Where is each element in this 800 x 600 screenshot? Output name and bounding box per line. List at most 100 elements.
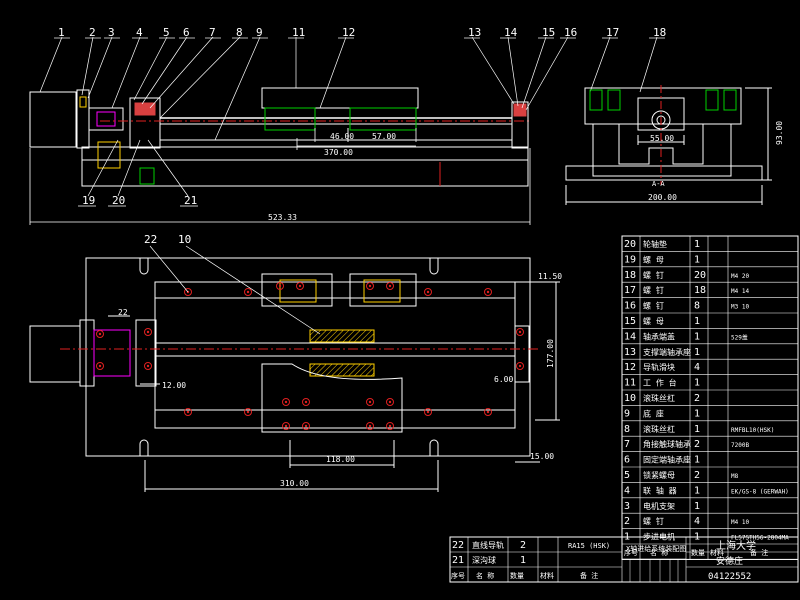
bom-name: 滚珠丝杠: [643, 393, 675, 403]
plan-flange: [79, 319, 95, 387]
university-name: 上海大学: [716, 539, 756, 552]
bolt-hole-icon: [296, 282, 304, 290]
bolt-hole-icon: [302, 398, 310, 406]
drawing-number: 04122552: [708, 572, 751, 582]
slider-left: [264, 107, 316, 131]
callout-3: 3: [108, 26, 115, 39]
callout-12: 12: [342, 26, 355, 39]
dim-118: 118.00: [326, 455, 355, 464]
section-screw: [705, 89, 719, 111]
fixed-bearing-seat: [129, 97, 161, 149]
bolt-center-icon: [368, 284, 372, 288]
bolt-hole-icon: [516, 362, 524, 370]
bolt-hole-icon: [244, 288, 252, 296]
plan-slot: [429, 439, 439, 456]
bom-name: 支撑端轴承座: [643, 347, 691, 357]
bolt-hole-icon: [424, 288, 432, 296]
bom-qty: 8: [694, 301, 700, 312]
bom-qty: 18: [694, 285, 706, 296]
bolt-center-icon: [298, 284, 302, 288]
bolt-center-icon: [518, 364, 522, 368]
bolt-hole-icon: [282, 398, 290, 406]
title-header-mat: 材料: [540, 571, 554, 580]
title-name: 直线导轨: [472, 540, 504, 550]
bom-name: 工 作 台: [643, 378, 677, 388]
bolt-hole-icon: [424, 408, 432, 416]
bom-qty: 1: [694, 347, 700, 358]
bolt-hole-icon: [484, 408, 492, 416]
plan-slot: [139, 258, 149, 275]
bolt-center-icon: [246, 410, 250, 414]
plan-base: [85, 257, 531, 457]
title-no: 21: [452, 555, 464, 566]
elevation-leaders: [39, 36, 658, 197]
bom-name: 滚珠丝杠: [643, 424, 675, 434]
callout-4: 4: [136, 26, 143, 39]
bom-header-qty: 数量: [691, 548, 705, 557]
bom-spec: M8: [731, 473, 739, 480]
bom-no: 16: [624, 301, 636, 312]
support-bearing: [513, 103, 527, 117]
plan-slot: [429, 258, 439, 275]
bom-qty: 1: [694, 316, 700, 327]
bolt-hole-icon: [366, 282, 374, 290]
bolt-center-icon: [278, 284, 282, 288]
bolt-hole-icon: [184, 288, 192, 296]
bolt-center-icon: [518, 330, 522, 334]
callout-21: 21: [184, 194, 197, 207]
callout-19: 19: [82, 194, 95, 207]
dim-523: 523.33: [268, 213, 297, 222]
motor-bracket: [88, 107, 124, 131]
bom-qty: 2: [694, 439, 700, 450]
bolt-center-icon: [98, 364, 102, 368]
callout-17: 17: [606, 26, 619, 39]
title-header-qty: 数量: [510, 571, 524, 580]
callout-5: 5: [163, 26, 170, 39]
bolt-center-icon: [388, 424, 392, 428]
title-no: 22: [452, 540, 464, 551]
section-view: [565, 85, 772, 205]
bolt-center-icon: [426, 290, 430, 294]
bolt-hole-icon: [244, 408, 252, 416]
bolt-hole-icon: [516, 328, 524, 336]
bom-no: 7: [624, 439, 630, 450]
bolt-hole-icon: [282, 422, 290, 430]
plan-view: [29, 257, 560, 492]
plan-rail-area: [154, 281, 516, 429]
callout-14: 14: [504, 26, 518, 39]
bolt-hole-icon: [144, 328, 152, 336]
plan-slider-inner: [279, 279, 317, 303]
bom-no: 8: [624, 424, 630, 435]
base-bolt: [139, 167, 155, 185]
bom-header-no: 序号: [624, 548, 638, 557]
bom-qty: 1: [694, 485, 700, 496]
dim-46: 46.00: [330, 132, 354, 141]
dim-6: 6.00: [494, 375, 513, 384]
dim-177: 177.00: [546, 339, 555, 368]
bom-no: 4: [624, 485, 630, 496]
bom-name: 锁紧螺母: [643, 470, 675, 480]
dim-55: 55.00: [650, 134, 674, 143]
bolt-hole-icon: [484, 288, 492, 296]
slider-right: [349, 107, 417, 131]
ball-nut-top: [309, 329, 375, 343]
bolt-center-icon: [186, 410, 190, 414]
drawing-title: X轴进给系统装配图: [626, 544, 686, 553]
callout-2: 2: [89, 26, 96, 39]
bom-name: 角接触球轴承: [643, 439, 691, 449]
bom-no: 6: [624, 455, 630, 466]
plan-slot: [139, 439, 149, 456]
bom-spec: M3 10: [731, 304, 749, 311]
bom-name: 螺 钉: [643, 270, 664, 280]
bom-name: 固定端轴承座: [643, 455, 691, 465]
support-bearing-seat: [511, 101, 529, 149]
bom-no: 12: [624, 362, 636, 373]
bolt-center-icon: [426, 410, 430, 414]
bolt-center-icon: [388, 284, 392, 288]
bolt-center-icon: [146, 330, 150, 334]
bom-no: 18: [624, 270, 636, 281]
